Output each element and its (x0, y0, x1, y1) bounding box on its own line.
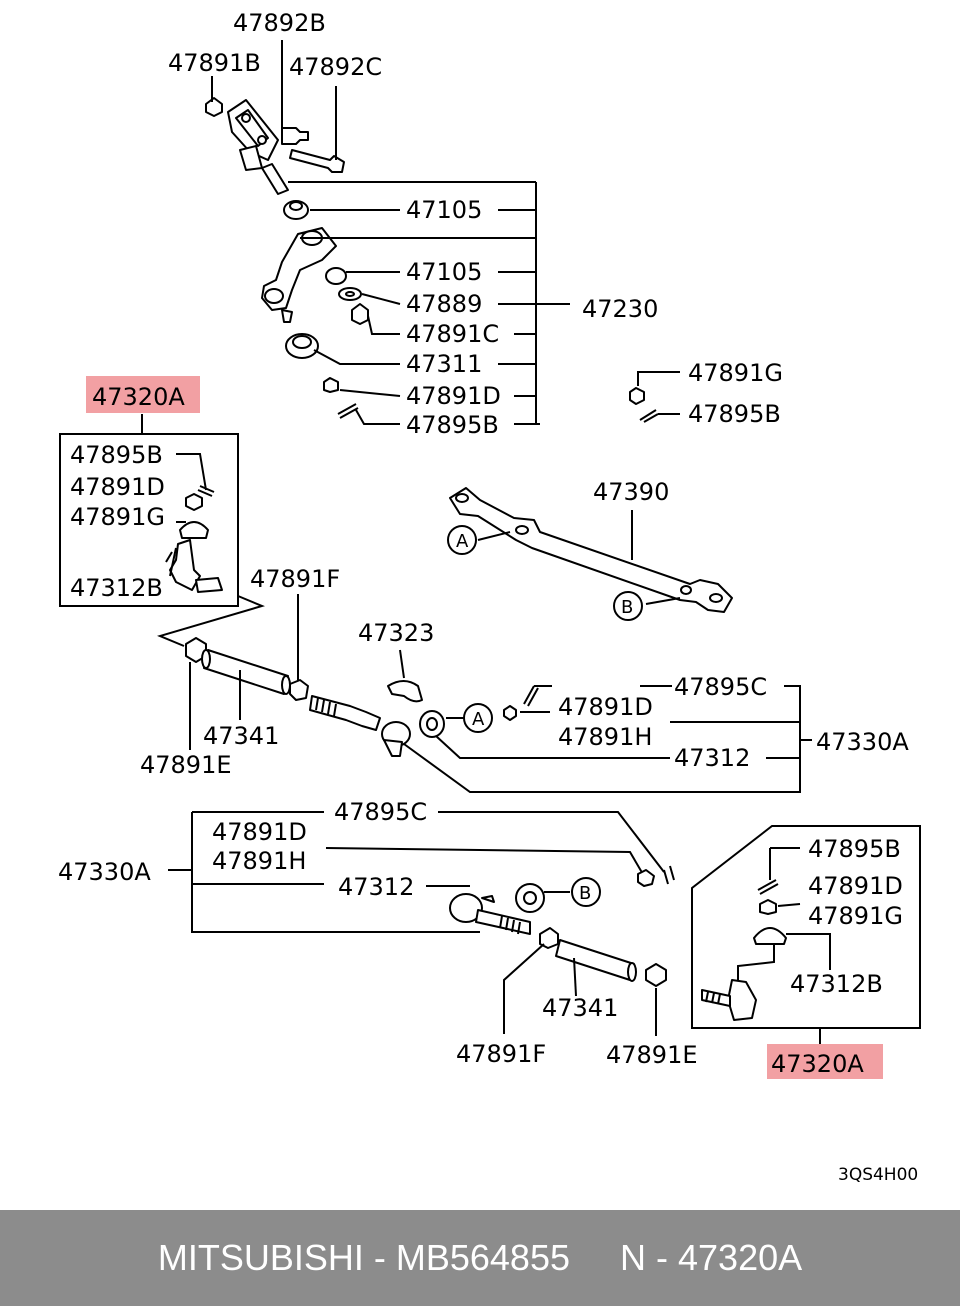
label-47895C-low: 47895C (334, 798, 427, 826)
label-47891F-mid: 47891F (250, 565, 340, 593)
label-47311: 47311 (406, 350, 482, 378)
label-47320A-left: 47320A (92, 383, 185, 411)
label-47892C: 47892C (289, 53, 382, 81)
label-47323: 47323 (358, 619, 434, 647)
label-47895B-top: 47895B (406, 411, 499, 439)
brand-name: MITSUBISHI (157, 1237, 364, 1278)
circle-B-low: B (579, 883, 591, 904)
reference-number: 47320A (678, 1237, 803, 1278)
idler-arm-assembly (205, 97, 369, 419)
label-47312B-rbox: 47312B (790, 970, 883, 998)
label-47895C-mid: 47895C (674, 673, 767, 701)
circle-A-top: A (456, 531, 469, 552)
circle-B-top: B (621, 597, 633, 618)
label-47390: 47390 (593, 478, 669, 506)
label-47889: 47889 (406, 290, 482, 318)
label-47891D-top: 47891D (406, 382, 501, 410)
label-47891B: 47891B (168, 49, 261, 77)
label-47891F-low: 47891F (456, 1040, 546, 1068)
label-47895B-rbox: 47895B (808, 835, 901, 863)
label-47891G-box: 47891G (70, 503, 165, 531)
circle-A-mid: A (472, 709, 485, 730)
label-47105-lower: 47105 (406, 258, 482, 286)
separator: - (363, 1237, 396, 1278)
label-47891D-box: 47891D (70, 473, 165, 501)
label-47891C: 47891C (406, 320, 499, 348)
label-47230: 47230 (582, 295, 658, 323)
left-box-parts (165, 453, 223, 593)
tie-rod-low (449, 865, 675, 987)
right-small-parts (629, 371, 680, 423)
label-47891E-low: 47891E (606, 1041, 698, 1069)
n-label: N (620, 1237, 647, 1278)
highlight-47320A-right (767, 1044, 883, 1079)
footer-bar: MITSUBISHI - MB564855 N - 47320A (0, 1210, 960, 1306)
leaders-top (211, 40, 570, 425)
label-47341-low: 47341 (542, 994, 618, 1022)
label-47312-low: 47312 (338, 873, 414, 901)
label-47891H-mid: 47891H (558, 723, 652, 751)
diagram-code: 3QS4H00 (838, 1165, 918, 1185)
parts-diagram: 47892B 47891B 47892C 47105 47105 47889 4… (58, 9, 921, 1185)
label-47341-mid: 47341 (203, 722, 279, 750)
label-47320A-right: 47320A (771, 1050, 864, 1078)
label-47330A-mid: 47330A (816, 728, 909, 756)
label-47312-mid: 47312 (674, 744, 750, 772)
right-box (691, 825, 921, 1029)
label-47105-upper: 47105 (406, 196, 482, 224)
label-47891G-right: 47891G (688, 359, 783, 387)
right-box-parts (701, 847, 831, 1021)
left-box (59, 433, 239, 607)
separator-2: - (646, 1237, 679, 1278)
label-47891D-rbox: 47891D (808, 872, 903, 900)
label-47891H-low: 47891H (212, 847, 306, 875)
highlight-47320A-left (86, 376, 200, 413)
label-47312B-box: 47312B (70, 574, 163, 602)
tie-rod-mid (185, 637, 539, 757)
label-47891D-mid: 47891D (558, 693, 653, 721)
label-47891E-mid: 47891E (140, 751, 232, 779)
relay-rod-47390 (449, 487, 733, 613)
label-47895B-right: 47895B (688, 400, 781, 428)
label-47330A-low: 47330A (58, 858, 151, 886)
spacer (570, 1237, 620, 1278)
part-number: MB564855 (395, 1237, 570, 1278)
label-47892B: 47892B (233, 9, 326, 37)
label-47891G-rbox: 47891G (808, 902, 903, 930)
label-47895B-box: 47895B (70, 441, 163, 469)
label-47891D-low: 47891D (212, 818, 307, 846)
